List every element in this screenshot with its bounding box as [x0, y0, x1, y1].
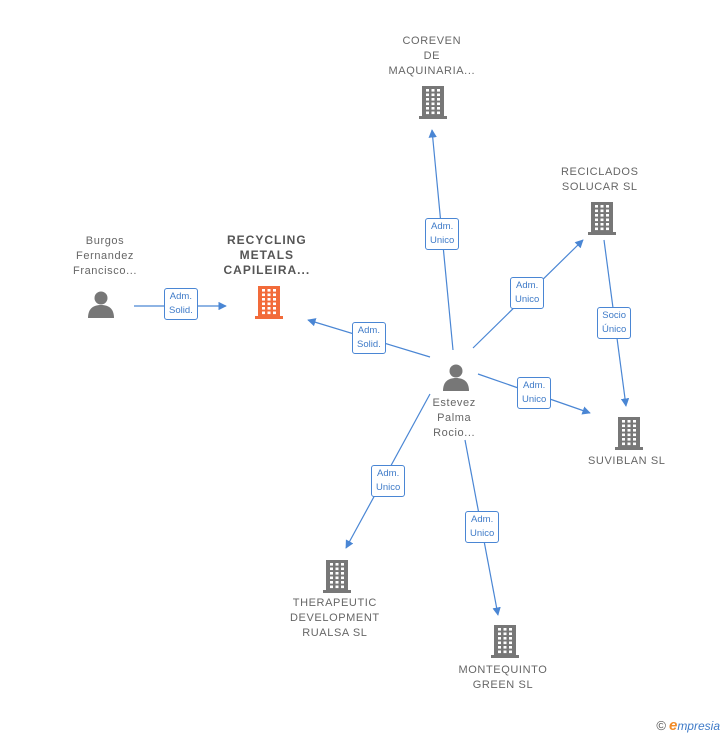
edge-label-text: Adm. [357, 325, 380, 336]
node-label-line: DEVELOPMENT [290, 612, 380, 624]
edge-label-text: Adm. [377, 468, 400, 479]
edge-label-estevez-to-recycling[interactable]: Adm. Solid. [352, 322, 386, 354]
edge-label-text: Unico [515, 294, 540, 305]
brand-logo-e: e [668, 717, 678, 734]
edge-label-text: Socio [602, 310, 627, 321]
edge-label-estevez-to-montequinto[interactable]: Adm. Unico [465, 511, 500, 543]
node-label-montequinto[interactable]: MONTEQUINTO GREEN SL [459, 663, 548, 693]
edge-label-burgos-to-recycling[interactable]: Adm. Solid. [164, 288, 198, 320]
building-icon[interactable] [418, 85, 448, 124]
node-label-line: Rocio... [433, 427, 476, 439]
node-label-line: Fernandez [76, 250, 135, 262]
edge-label-text: Unico [522, 394, 547, 405]
node-label-line: RUALSA SL [302, 627, 368, 639]
person-icon[interactable] [441, 362, 471, 397]
node-label-line: RECICLADOS [561, 166, 639, 178]
edge-label-text: Solid. [357, 339, 381, 350]
edge-label-text: Adm. [516, 280, 539, 291]
building-icon[interactable] [614, 416, 644, 455]
node-label-line: SUVIBLAN SL [588, 455, 666, 467]
node-label-therapeutic[interactable]: THERAPEUTIC DEVELOPMENT RUALSA SL [290, 596, 380, 641]
edge-label-text: Solid. [169, 305, 193, 316]
edge-label-estevez-to-reciclados[interactable]: Adm. Unico [510, 277, 545, 309]
edge-label-estevez-to-therapeutic[interactable]: Adm. Unico [371, 465, 406, 497]
edge-label-text: Único [602, 324, 627, 335]
node-label-line: Palma [437, 412, 472, 424]
brand-logo-text: mpresia [677, 719, 720, 733]
node-label-reciclados[interactable]: RECICLADOS SOLUCAR SL [561, 165, 639, 195]
copyright-symbol: © [656, 718, 666, 733]
node-label-suviblan[interactable]: SUVIBLAN SL [588, 454, 666, 469]
node-label-line: Burgos [85, 235, 125, 247]
node-label-line: DE [423, 50, 441, 62]
edge-label-text: Adm. [471, 514, 494, 525]
node-label-line: Estevez [432, 397, 476, 409]
node-label-line: THERAPEUTIC [292, 597, 377, 609]
footer-brand: ©empresia [656, 717, 720, 734]
node-label-line: SOLUCAR SL [561, 181, 638, 193]
edge-label-text: Adm. [169, 291, 192, 302]
edge-label-text: Unico [470, 528, 495, 539]
main-company-building-icon[interactable] [254, 285, 284, 324]
node-label-line: METALS [239, 248, 295, 262]
edge-label-text: Adm. [431, 221, 454, 232]
edge-label-text: Adm. [523, 380, 546, 391]
node-label-line: GREEN SL [472, 679, 534, 691]
node-label-coreven[interactable]: COREVEN DE MAQUINARIA... [389, 34, 476, 79]
node-label-line: MAQUINARIA... [388, 65, 476, 77]
node-label-line: CAPILEIRA... [223, 263, 311, 277]
person-icon[interactable] [86, 289, 116, 324]
node-label-line: RECYCLING [227, 233, 307, 247]
edge-label-text: Unico [430, 235, 455, 246]
building-icon[interactable] [322, 559, 352, 598]
edge-label-estevez-to-coreven[interactable]: Adm. Unico [425, 218, 460, 250]
node-label-line: MONTEQUINTO [458, 664, 548, 676]
node-label-line: COREVEN [402, 35, 462, 47]
node-label-line: Francisco... [73, 265, 138, 277]
edge-label-text: Unico [376, 482, 401, 493]
building-icon[interactable] [490, 624, 520, 663]
building-icon[interactable] [587, 201, 617, 240]
edge-label-estevez-to-suviblan[interactable]: Adm. Unico [517, 377, 552, 409]
